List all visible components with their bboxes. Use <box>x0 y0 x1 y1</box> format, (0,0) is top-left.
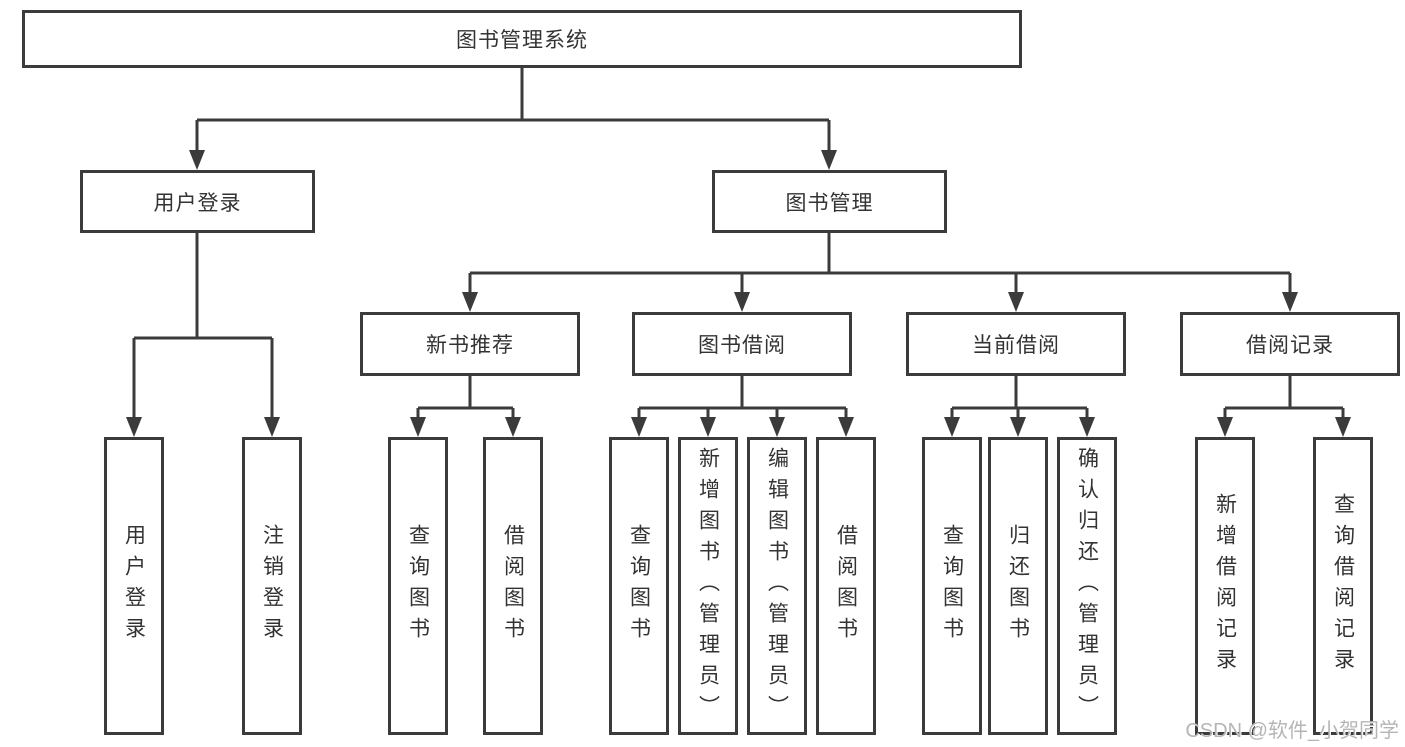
leaf-newbook-query-books-label: 查询图书 <box>406 524 430 648</box>
leaf-records-query-record-label: 查询借阅记录 <box>1331 493 1355 679</box>
arrow-down-icon <box>1217 417 1233 437</box>
leaf-current-query-books: 查询图书 <box>922 437 982 735</box>
leaf-current-confirm-return-admin-label: 确认归还（管理员） <box>1075 446 1099 726</box>
node-book-borrowing-label: 图书借阅 <box>698 334 786 357</box>
node-book-management-label: 图书管理 <box>785 191 874 215</box>
arrow-down-icon <box>462 292 478 312</box>
leaf-userlogin-logout-label: 注销登录 <box>260 524 284 648</box>
leaf-records-add-record-label: 新增借阅记录 <box>1213 493 1237 679</box>
arrow-down-icon <box>1335 417 1351 437</box>
leaf-borrowing-query-books: 查询图书 <box>609 437 669 735</box>
arrow-down-icon <box>1079 417 1095 437</box>
leaf-records-add-record: 新增借阅记录 <box>1195 437 1255 735</box>
arrow-down-icon <box>264 417 280 437</box>
node-borrow-records: 借阅记录 <box>1180 312 1400 376</box>
connector-userlogin-to-leaves <box>132 233 274 419</box>
leaf-userlogin-login: 用户登录 <box>104 437 164 735</box>
arrow-down-icon <box>1282 292 1298 312</box>
leaf-borrowing-edit-books-admin: 编辑图书（管理员） <box>747 437 807 735</box>
node-book-management: 图书管理 <box>712 170 947 233</box>
leaf-borrowing-add-books-admin: 新增图书（管理员） <box>678 437 738 735</box>
leaf-newbook-query-books: 查询图书 <box>388 437 448 735</box>
node-current-borrowing-label: 当前借阅 <box>972 334 1060 357</box>
arrow-down-icon <box>769 417 785 437</box>
arrow-down-icon <box>189 150 205 170</box>
leaf-current-query-books-label: 查询图书 <box>940 524 964 648</box>
node-book-borrowing: 图书借阅 <box>632 312 852 376</box>
arrow-down-icon <box>505 417 521 437</box>
connector-currentborrow-to-leaves <box>950 376 1089 419</box>
arrow-down-icon <box>700 417 716 437</box>
node-current-borrowing: 当前借阅 <box>906 312 1126 376</box>
arrow-down-icon <box>126 417 142 437</box>
leaf-borrowing-add-books-admin-label: 新增图书（管理员） <box>696 446 720 726</box>
arrow-down-icon <box>838 417 854 437</box>
arrow-down-icon <box>734 292 750 312</box>
arrow-down-icon <box>1008 292 1024 312</box>
leaf-newbook-borrow-books-label: 借阅图书 <box>501 524 525 648</box>
arrow-down-icon <box>821 150 837 170</box>
leaf-current-return-books: 归还图书 <box>988 437 1048 735</box>
node-borrow-records-label: 借阅记录 <box>1246 334 1334 357</box>
leaf-borrowing-edit-books-admin-label: 编辑图书（管理员） <box>765 446 789 726</box>
connector-records-to-leaves <box>1223 376 1345 419</box>
leaf-borrowing-borrow-books: 借阅图书 <box>816 437 876 735</box>
connector-bookmgmt-to-level3 <box>468 233 1292 294</box>
csdn-watermark: CSDN @软件_小贺同学 <box>1185 720 1399 742</box>
arrow-down-icon <box>631 417 647 437</box>
leaf-borrowing-query-books-label: 查询图书 <box>627 524 651 648</box>
node-new-book-recommend-label: 新书推荐 <box>426 334 514 357</box>
node-user-login: 用户登录 <box>80 170 315 233</box>
node-root-system: 图书管理系统 <box>22 10 1022 68</box>
leaf-records-query-record: 查询借阅记录 <box>1313 437 1373 735</box>
connector-newbook-to-leaves <box>416 376 515 419</box>
leaf-current-confirm-return-admin: 确认归还（管理员） <box>1057 437 1117 735</box>
leaf-userlogin-logout: 注销登录 <box>242 437 302 735</box>
connector-bookborrow-to-leaves <box>637 376 848 419</box>
node-user-login-label: 用户登录 <box>153 191 242 215</box>
node-root-label: 图书管理系统 <box>456 29 588 52</box>
node-new-book-recommend: 新书推荐 <box>360 312 580 376</box>
connector-root-to-level2 <box>195 68 831 152</box>
arrow-down-icon <box>944 417 960 437</box>
leaf-userlogin-login-label: 用户登录 <box>122 524 146 648</box>
leaf-borrowing-borrow-books-label: 借阅图书 <box>834 524 858 648</box>
leaf-newbook-borrow-books: 借阅图书 <box>483 437 543 735</box>
leaf-current-return-books-label: 归还图书 <box>1006 524 1030 648</box>
arrowheads <box>126 150 1351 437</box>
arrow-down-icon <box>410 417 426 437</box>
arrow-down-icon <box>1010 417 1026 437</box>
